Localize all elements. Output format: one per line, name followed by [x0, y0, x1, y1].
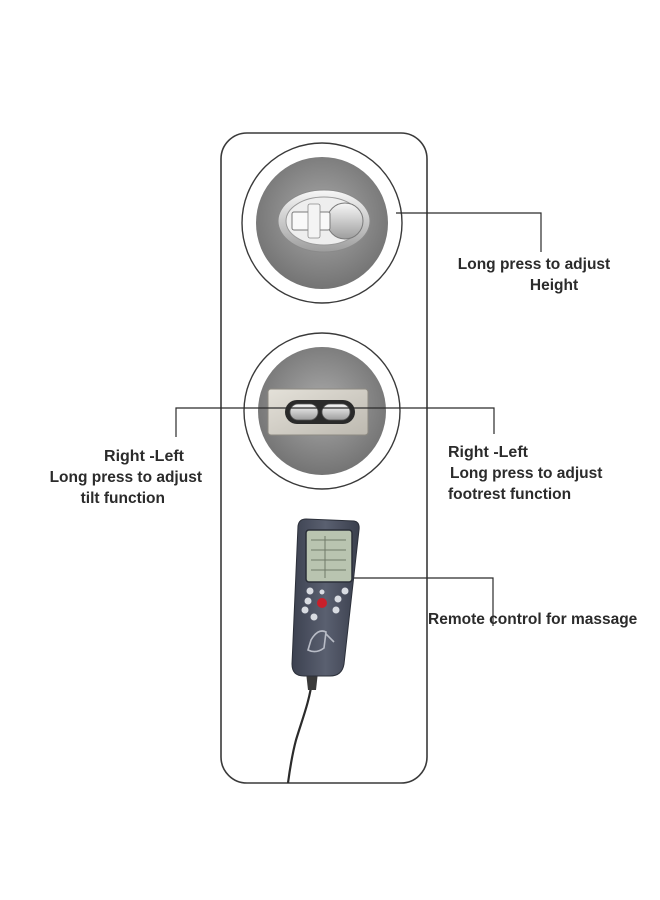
tilt-callout: Right -Left Long press to adjust tilt fu… [22, 446, 202, 509]
remote-power-button[interactable] [317, 598, 327, 608]
tilt-callout-line2: Long press to adjust [49, 469, 202, 486]
massage-chair-icon [307, 630, 335, 653]
height-callout-line2: Height [529, 277, 579, 294]
remote-callout-line1: Remote control for massage [428, 611, 638, 628]
footrest-right-button[interactable] [321, 403, 351, 421]
remote-screen [305, 529, 353, 583]
footrest-callout-line2: Long press to adjust [450, 465, 603, 482]
leader-lines [175, 212, 542, 626]
massage-remote-control[interactable] [286, 518, 360, 784]
footrest-callout-line3: footrest function [448, 486, 572, 503]
footrest-callout-line1: Right -Left [448, 444, 528, 461]
remote-buttons[interactable] [301, 587, 349, 621]
remote-callout: Remote control for massage [428, 609, 637, 630]
footrest-callout: Right -Left Long press to adjust footres… [448, 442, 648, 505]
tilt-left-button[interactable] [289, 403, 319, 421]
height-callout: Long press to adjust Height [444, 254, 624, 296]
tilt-callout-line1: Right -Left [104, 448, 184, 465]
height-adjust-button[interactable] [241, 142, 403, 304]
height-callout-line1: Long press to adjust [457, 256, 611, 273]
rocker-switch[interactable] [243, 332, 401, 490]
tilt-callout-line3: tilt function [80, 490, 165, 507]
